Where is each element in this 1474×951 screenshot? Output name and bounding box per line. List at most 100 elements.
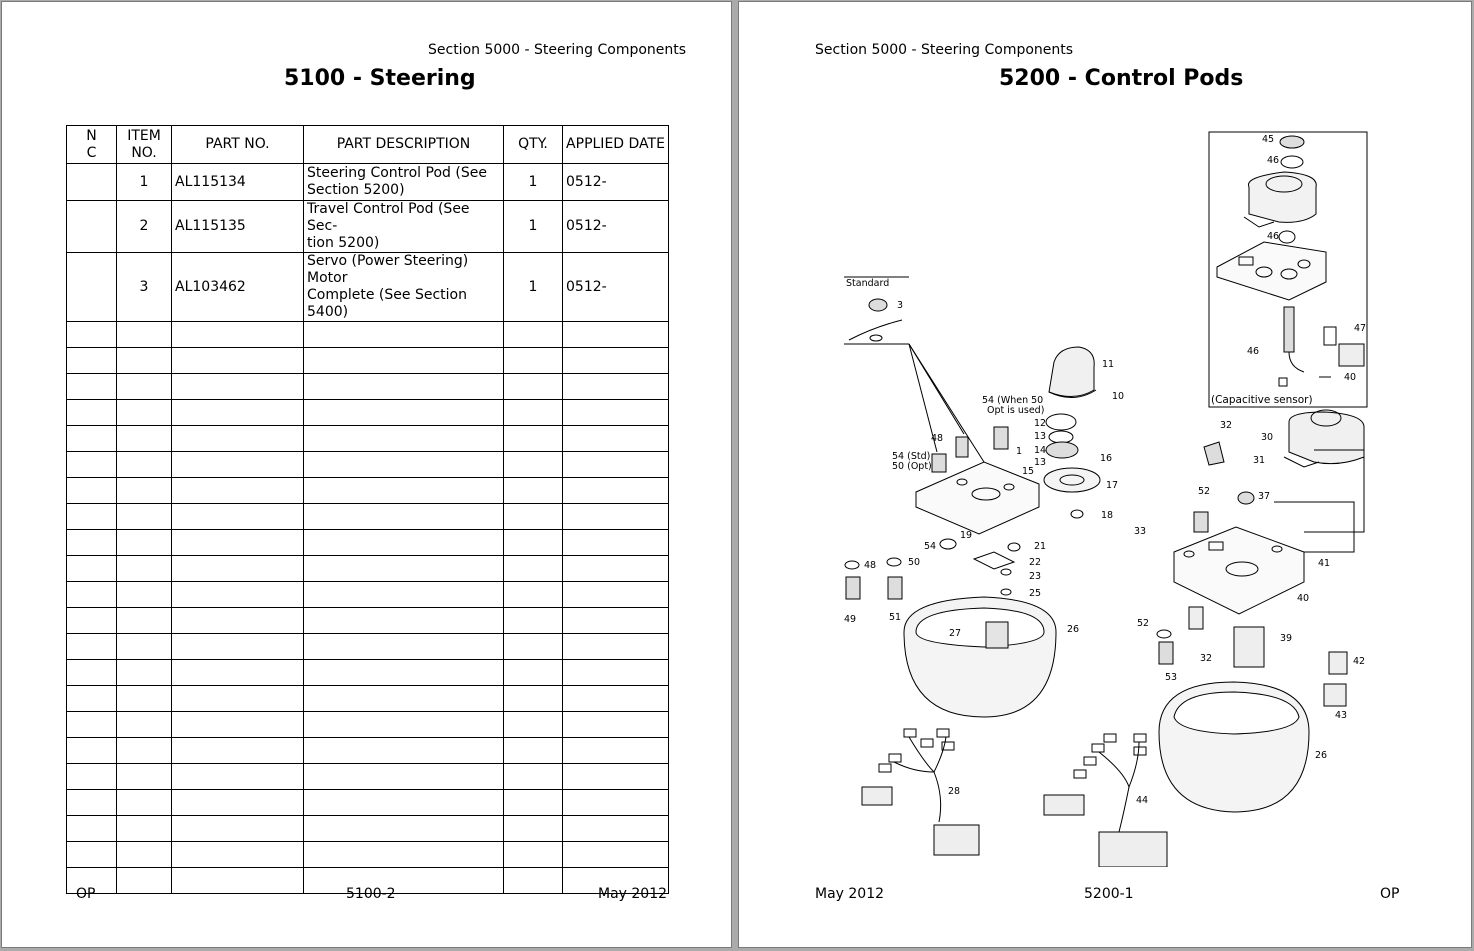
- empty-cell: [66, 529, 117, 556]
- empty-cell: [303, 555, 504, 582]
- left-page: Section 5000 - Steering Components 5100 …: [1, 1, 732, 948]
- cell-qty: 1: [503, 200, 563, 253]
- empty-cell: [171, 399, 304, 426]
- callout-32: 32: [1220, 420, 1232, 431]
- empty-cell: [66, 477, 117, 504]
- empty-cell: [303, 633, 504, 660]
- table-row-empty: [66, 425, 669, 452]
- empty-cell: [303, 581, 504, 608]
- table-row-empty: [66, 737, 669, 764]
- empty-cell: [562, 711, 669, 738]
- empty-cell: [503, 347, 563, 374]
- empty-cell: [303, 399, 504, 426]
- header-part-no: PART NO.: [171, 125, 304, 164]
- empty-cell: [503, 451, 563, 478]
- empty-cell: [116, 659, 172, 686]
- empty-cell: [116, 373, 172, 400]
- cell-part-no: AL115134: [171, 163, 304, 201]
- empty-cell: [66, 763, 117, 790]
- callout-52: 52: [1198, 486, 1210, 497]
- empty-cell: [562, 529, 669, 556]
- cell-nc: [66, 252, 117, 322]
- empty-cell: [66, 633, 117, 660]
- empty-cell: [171, 607, 304, 634]
- callout-12: 12: [1034, 418, 1046, 429]
- inset-caption-capacitive: (Capacitive sensor): [1211, 394, 1313, 406]
- empty-cell: [303, 607, 504, 634]
- empty-cell: [562, 763, 669, 790]
- table-row-empty: [66, 347, 669, 374]
- section-header: Section 5000 - Steering Components: [428, 42, 687, 58]
- empty-cell: [66, 321, 117, 348]
- empty-cell: [303, 711, 504, 738]
- empty-cell: [116, 399, 172, 426]
- empty-cell: [171, 789, 304, 816]
- empty-cell: [303, 867, 504, 894]
- cell-qty: 1: [503, 163, 563, 201]
- empty-cell: [303, 659, 504, 686]
- empty-cell: [66, 711, 117, 738]
- empty-cell: [562, 347, 669, 374]
- empty-cell: [503, 789, 563, 816]
- empty-cell: [171, 659, 304, 686]
- note-50-opt: 50 (Opt): [892, 461, 932, 472]
- empty-cell: [116, 503, 172, 530]
- callout-47: 47: [1354, 323, 1366, 334]
- callout-13: 13: [1034, 431, 1046, 442]
- empty-cell: [66, 841, 117, 868]
- table-row-empty: [66, 503, 669, 530]
- empty-cell: [171, 347, 304, 374]
- cell-qty: 1: [503, 252, 563, 322]
- empty-cell: [116, 685, 172, 712]
- cell-item-no: 1: [116, 163, 172, 201]
- empty-cell: [66, 503, 117, 530]
- empty-cell: [562, 737, 669, 764]
- callout-3: 3: [897, 300, 903, 311]
- empty-cell: [66, 815, 117, 842]
- empty-cell: [562, 867, 669, 894]
- empty-cell: [303, 347, 504, 374]
- empty-cell: [303, 477, 504, 504]
- empty-cell: [562, 555, 669, 582]
- empty-cell: [562, 399, 669, 426]
- cell-part-description: Travel Control Pod (See Sec-tion 5200): [303, 200, 504, 253]
- table-row-empty: [66, 555, 669, 582]
- callout-15: 15: [1022, 466, 1034, 477]
- callout-26: 26: [1067, 624, 1079, 635]
- cell-nc: [66, 163, 117, 201]
- empty-cell: [503, 477, 563, 504]
- header-part-description: PART DESCRIPTION: [303, 125, 504, 164]
- empty-cell: [503, 867, 563, 894]
- empty-cell: [116, 841, 172, 868]
- capacitive-sensor-inset: (Capacitive sensor): [1208, 131, 1368, 408]
- table-row-empty: [66, 477, 669, 504]
- empty-cell: [503, 607, 563, 634]
- empty-cell: [503, 841, 563, 868]
- empty-cell: [503, 763, 563, 790]
- cell-nc: [66, 200, 117, 253]
- standard-inset: Standard: [844, 276, 985, 463]
- cell-item-no: 2: [116, 200, 172, 253]
- empty-cell: [503, 633, 563, 660]
- empty-cell: [116, 763, 172, 790]
- callout-18: 18: [1101, 510, 1113, 521]
- empty-cell: [303, 321, 504, 348]
- empty-cell: [116, 711, 172, 738]
- empty-cell: [171, 503, 304, 530]
- empty-cell: [171, 737, 304, 764]
- table-row-empty: [66, 789, 669, 816]
- empty-cell: [562, 685, 669, 712]
- inset-label-standard: Standard: [846, 278, 889, 289]
- empty-cell: [503, 399, 563, 426]
- empty-cell: [303, 685, 504, 712]
- footer-page-number: 5100-2: [346, 886, 396, 902]
- empty-cell: [171, 867, 304, 894]
- empty-cell: [171, 555, 304, 582]
- empty-cell: [503, 815, 563, 842]
- table-row-empty: [66, 529, 669, 556]
